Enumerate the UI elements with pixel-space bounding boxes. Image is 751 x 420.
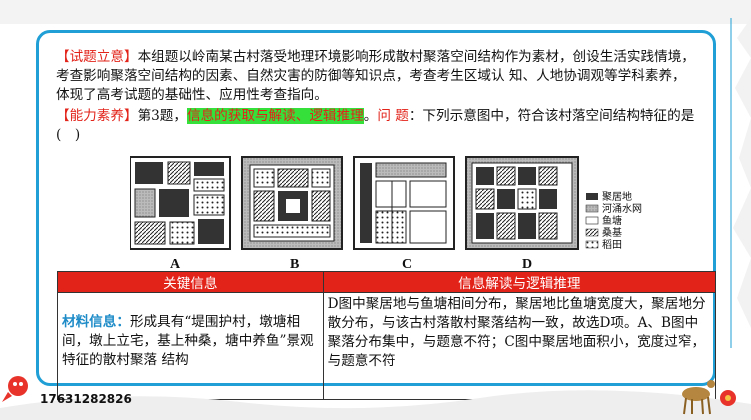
tag-intent: 【试题立意】 <box>56 49 138 65</box>
question-paragraph: 【能力素养】第3题，信息的获取与解读、逻辑推理。问 题：下列示意图中，符合该村落… <box>56 107 696 145</box>
flower-icon <box>720 390 736 406</box>
diagram-b <box>241 156 343 250</box>
analysis-table: 关键信息 信息解读与逻辑推理 材料信息：形成具有“堤围护村，墩塘相间，墩上立宅，… <box>57 271 717 400</box>
skill-highlight: 信息的获取与解读、逻辑推理 <box>187 108 364 124</box>
header-analysis: 信息解读与逻辑推理 <box>322 271 717 293</box>
material-title: 材料信息： <box>62 314 130 330</box>
option-c-label[interactable]: C <box>402 257 412 272</box>
header-key-info: 关键信息 <box>57 271 324 293</box>
analysis-cell: D图中聚居地与鱼塘相间分布，聚居地比鱼塘宽度大，聚居地分散分布，与该古村落散村聚… <box>322 292 717 400</box>
legend-fishpond: 鱼塘 <box>602 214 622 227</box>
legend-mulberry: 桑基 <box>602 226 622 239</box>
diagram-a <box>130 156 231 250</box>
legend-river: 河涌水网 <box>602 203 642 215</box>
question-number: 第3题， <box>137 108 187 124</box>
tag-ability: 【能力素养】 <box>56 108 138 124</box>
diagram-c <box>353 156 455 250</box>
bottom-decoration <box>0 376 751 420</box>
option-a-label[interactable]: A <box>170 257 181 272</box>
intro-paragraph: 【试题立意】本组题以岭南某古村落受地理环境影响形成散村聚落空间结构作为素材，创设… <box>56 48 696 105</box>
question-label: 问 题 <box>377 108 409 124</box>
camel-icon <box>682 380 715 415</box>
legend-settlement: 聚居地 <box>602 190 632 203</box>
option-b-label[interactable]: B <box>290 257 299 272</box>
top-band <box>0 0 751 24</box>
material-text: 形成具有“堤围护村，墩塘相间，墩上立宅，基上种桑，塘中养鱼”景观特征的散村聚落 … <box>62 314 314 368</box>
settlement-diagrams: 聚居地 河涌水网 鱼塘 桑基 稻田 A B C D <box>130 156 642 272</box>
legend-rice: 稻田 <box>602 239 622 251</box>
question-text: ：下列示意图中，符合该村落空间结构特征的是( ) <box>56 108 695 143</box>
option-d-label[interactable]: D <box>522 257 532 272</box>
material-cell: 材料信息：形成具有“堤围护村，墩塘相间，墩上立宅，基上种桑，塘中养鱼”景观特征的… <box>57 292 324 400</box>
mascot-icon <box>8 376 28 396</box>
diagram-d <box>465 156 579 250</box>
right-decoration <box>730 18 751 348</box>
intro-text: 本组题以岭南某古村落受地理环境影响形成散村聚落空间结构作为素材，创设生活实践情境… <box>56 49 695 103</box>
legend: 聚居地 河涌水网 鱼塘 桑基 稻田 <box>585 190 642 251</box>
skill-period: 。 <box>363 108 378 124</box>
phone-number: 17631282826 <box>40 392 132 406</box>
